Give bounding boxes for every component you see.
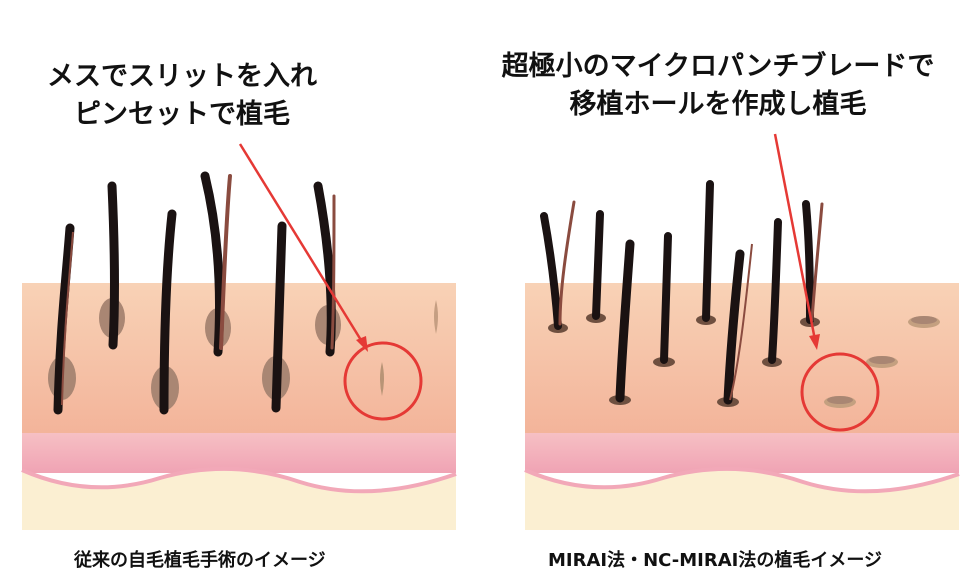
left-callout-line2: ピンセットで植毛 [74,99,290,130]
right-callout: 超極小のマイクロパンチブレードで 移植ホールを作成し植毛 [478,48,958,124]
left-callout-line1: メスでスリットを入れ [47,61,317,92]
left-callout: メスでスリットを入れ ピンセットで植毛 [22,58,342,134]
left-skin-cross-section [21,283,457,530]
right-caption: MIRAI法・NC-MIRAI法の植毛イメージ [548,550,882,571]
left-caption: 従来の自毛植毛手術のイメージ [74,550,326,571]
right-callout-line2: 移植ホールを作成し植毛 [569,89,867,120]
right-callout-line1: 超極小のマイクロパンチブレードで [501,51,935,82]
left-annotation [238,143,423,421]
left-hair-follicles [48,171,438,415]
right-hair-follicles [540,180,940,408]
right-annotation [773,133,880,432]
